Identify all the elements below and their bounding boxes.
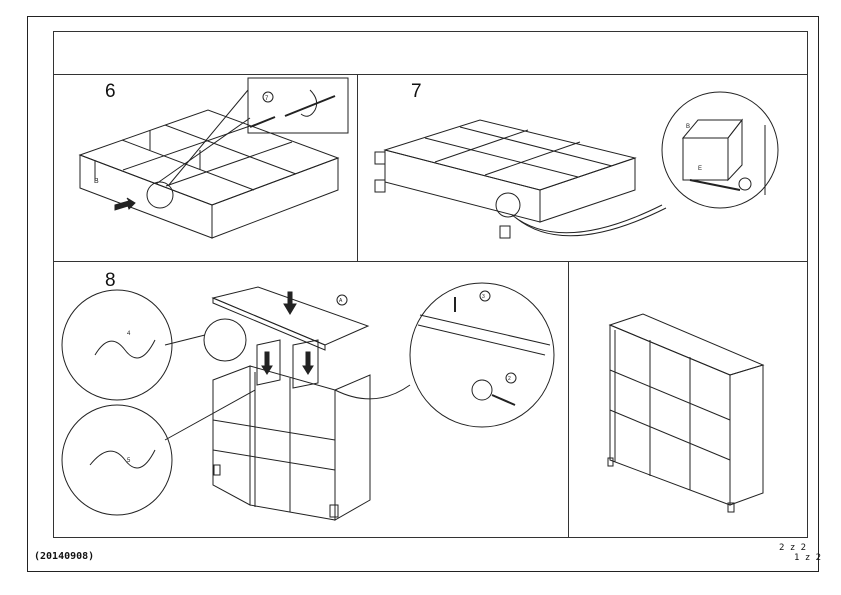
finished-shelf-drawing <box>607 313 765 513</box>
step-7-shelf-drawing: B E <box>374 91 779 239</box>
step-8-callout-5: 5 <box>127 458 131 464</box>
step-8-top-part: A <box>339 298 343 304</box>
header-band <box>53 31 808 75</box>
step-6-callout-part: 7 <box>265 96 269 102</box>
step-6-panel <box>53 74 358 262</box>
page-frame <box>27 16 819 572</box>
step-6-part-label: B <box>94 178 99 185</box>
step-8-callout-4: 4 <box>127 331 131 337</box>
finished-shelf-panel <box>568 261 808 538</box>
page-indicator-secondary: 1 z 2 <box>794 553 822 563</box>
product-code: (20140908) <box>34 551 95 562</box>
step-8-callout-2: 2 <box>508 376 511 382</box>
step-8-number: 8 <box>105 270 116 291</box>
step-8-shelf-drawing: A 4 5 <box>61 282 555 521</box>
page-indicator-primary: 2 z 2 <box>779 543 807 553</box>
step-8-callout-3: 3 <box>482 294 485 300</box>
step-7-callout-e: E <box>698 166 702 172</box>
step-7-number: 7 <box>411 81 422 102</box>
step-7-callout-b: B <box>686 124 690 130</box>
step-6-shelf-drawing: B 7 <box>78 77 349 239</box>
step-6-number: 6 <box>105 81 116 102</box>
